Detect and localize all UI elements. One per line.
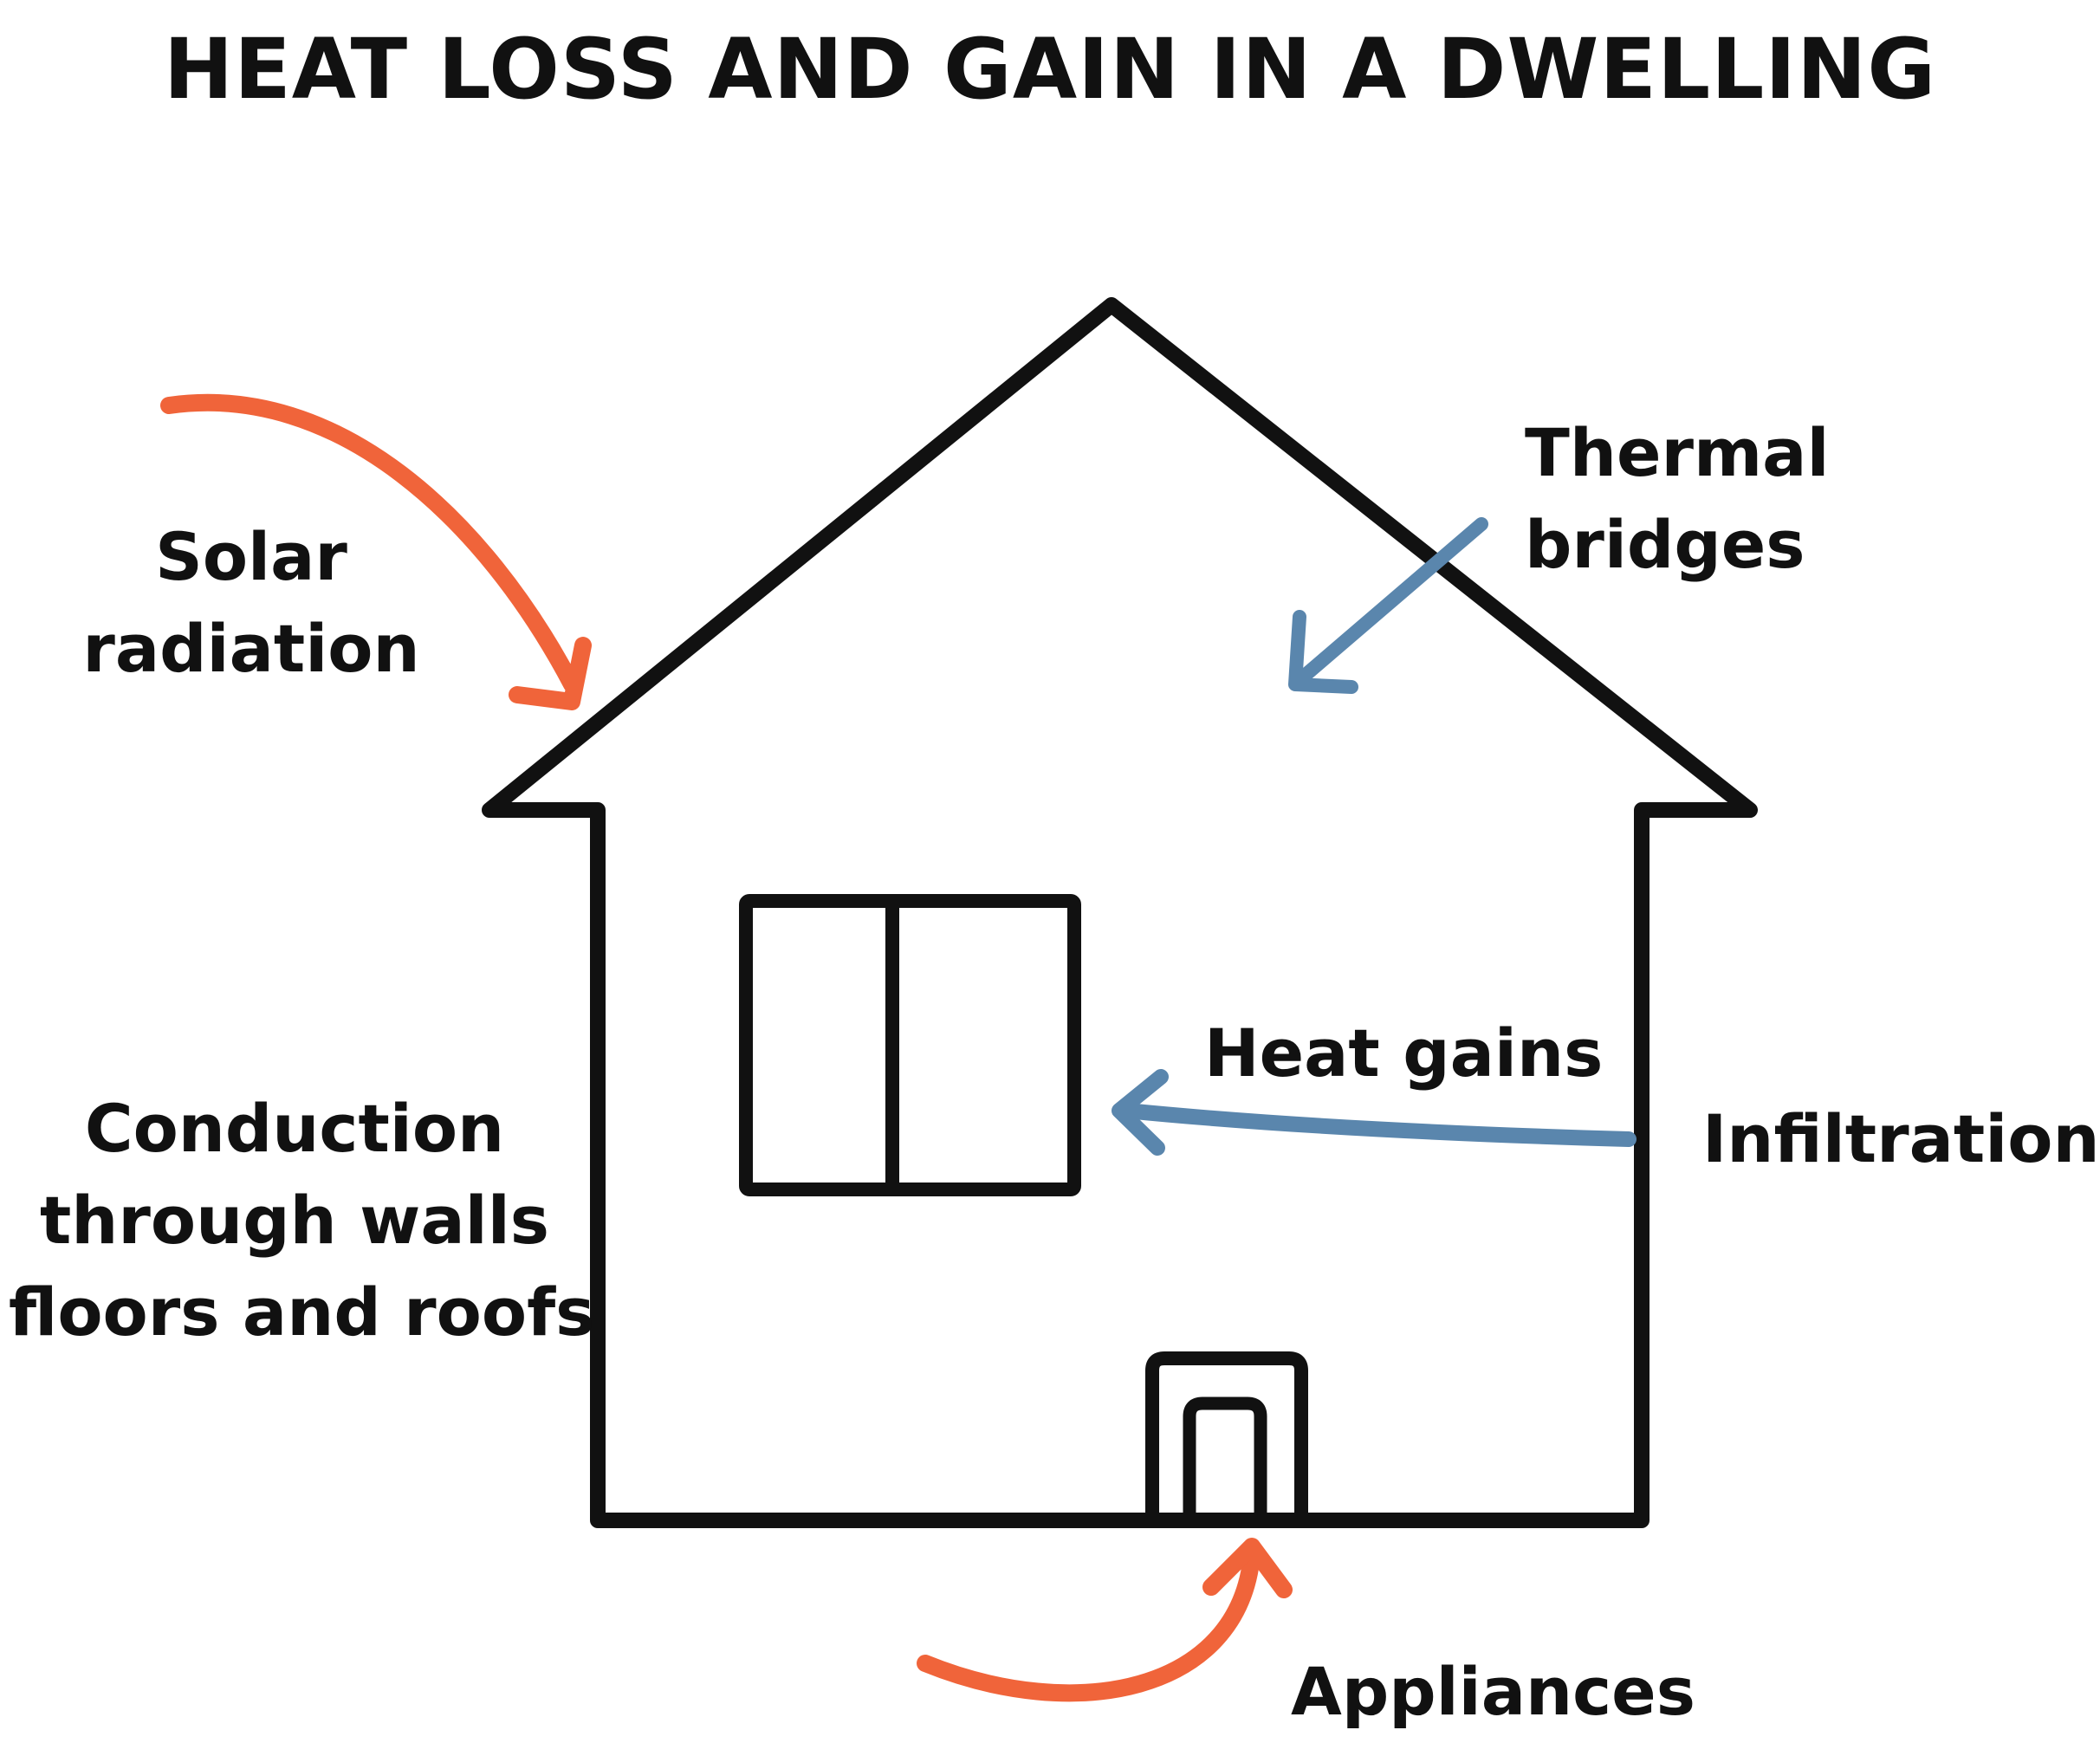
house-outline-icon xyxy=(482,297,1758,1528)
appliances-arrow xyxy=(917,1538,1293,1702)
house-walls-roof xyxy=(482,297,1758,1528)
page-title: HEAT LOSS AND GAIN IN A DWELLING xyxy=(163,21,1937,118)
label-solar-radiation: Solar radiation xyxy=(69,511,433,695)
label-solar-radiation-line-2: radiation xyxy=(82,610,420,687)
label-conduction-line-1: Conduction xyxy=(84,1090,505,1167)
solar-radiation-arrow xyxy=(160,393,592,710)
appliance-icon xyxy=(1145,1351,1308,1520)
label-thermal-bridges-line-2: bridges xyxy=(1525,506,1805,583)
label-infiltration: Infiltration xyxy=(1702,1100,2100,1177)
label-thermal-bridges: Thermal bridges xyxy=(1525,407,1830,591)
appliance-outer xyxy=(1145,1351,1308,1520)
label-conduction-line-2: through walls xyxy=(39,1182,550,1259)
window-frame xyxy=(739,894,1081,1196)
label-conduction-line-3: floors and roofs xyxy=(9,1273,595,1351)
label-solar-radiation-line-1: Solar xyxy=(155,518,347,595)
label-heat-gains: Heat gains xyxy=(1204,1014,1604,1092)
appliance-inner xyxy=(1183,1396,1267,1520)
heat-gains-arrow xyxy=(1112,1069,1637,1156)
label-conduction: Conduction through walls floors and roof… xyxy=(9,1083,595,1358)
label-thermal-bridges-line-1: Thermal xyxy=(1525,414,1830,491)
thermal-bridges-arrow xyxy=(1288,517,1488,694)
window-icon xyxy=(739,894,1081,1196)
label-appliances: Appliances xyxy=(1291,1653,1695,1730)
